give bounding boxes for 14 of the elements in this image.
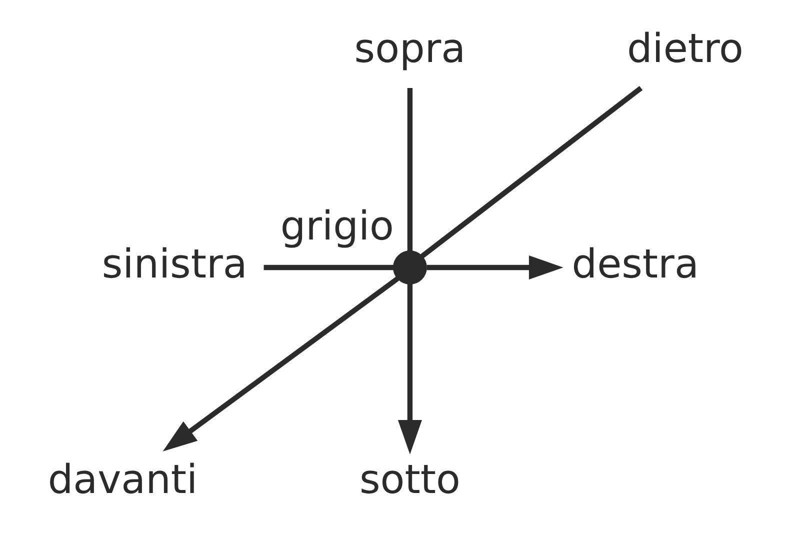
node-circle [392,250,426,284]
connector [420,86,642,258]
node-text: sinistra [101,241,247,288]
arrow [162,276,399,452]
node-text: dietro [626,26,743,72]
node-text: sopra [354,26,466,72]
arrow [426,255,563,280]
connector [263,264,394,270]
node-text: destra [571,241,698,288]
node-label: grigio [280,204,394,250]
connector [406,88,412,252]
node-text: sotto [359,456,460,503]
arrow [397,284,422,454]
node-text: davanti [47,456,198,503]
